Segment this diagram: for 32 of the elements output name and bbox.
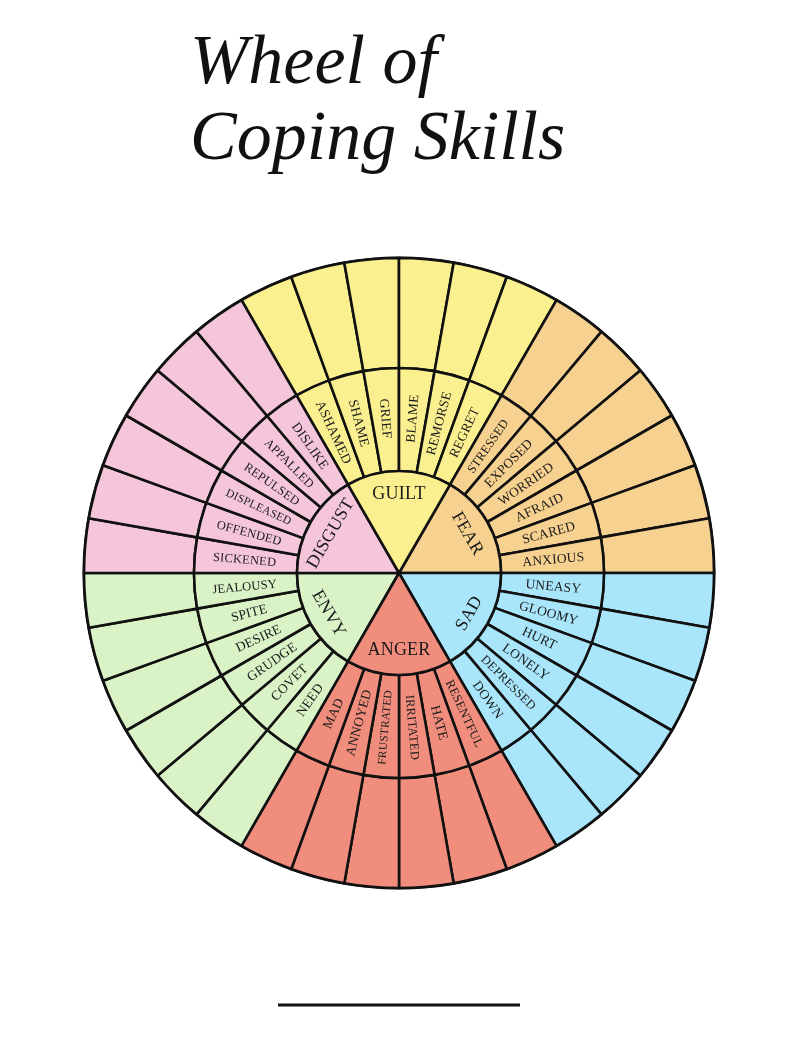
emotion-category-label: ANGER [367,640,431,658]
wheel-segment [599,517,716,575]
wheel-segment [433,764,509,885]
wheel-segment [397,256,455,373]
emotion-label: UNEASY [524,577,582,596]
emotion-label: SCARED [520,519,577,547]
emotion-label: JEALOUSY [211,577,278,596]
emotion-label: SHAME [346,398,372,449]
emotion-label: ANXIOUS [521,550,585,569]
wheel-segment [590,463,711,539]
wheel-segment [82,571,199,629]
center-wedge [346,571,452,677]
wheel-segment [599,571,716,629]
emotion-label: BLAME [403,393,422,444]
wheel-segment [289,261,365,382]
wheel-segment [397,773,455,890]
wheel-segment [87,607,208,683]
wheel-segment [82,517,199,575]
wheel-segment [343,256,401,373]
emotion-category-label: GUILT [372,484,426,502]
emotion-label: IRRITATED [403,694,422,761]
wheel-segment [289,764,365,885]
wheel-segment [590,607,711,683]
emotion-label: MAD [320,696,347,731]
emotion-label: HATE [428,703,451,742]
wheel-segment [343,773,401,890]
wheel-segment [195,298,298,418]
emotion-label: FRUSTRATED [376,689,395,766]
emotion-label: SPITE [229,601,269,625]
emotion-label: GRIEF [377,398,394,440]
emotion-label: SICKENED [212,550,277,569]
title: Wheel of Coping Skills [190,22,567,174]
